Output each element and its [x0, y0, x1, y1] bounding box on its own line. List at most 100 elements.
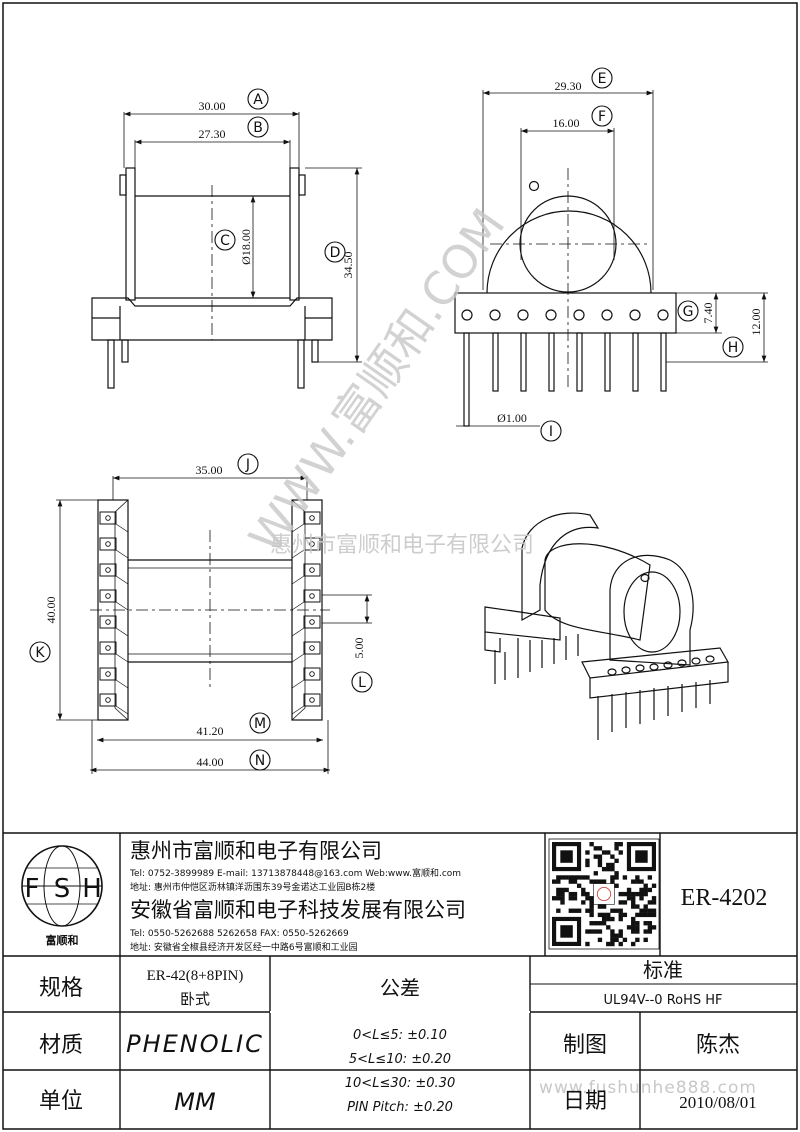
bottom-pin-pad: [291, 589, 321, 611]
tolerance-row: 5<L≤10: ±0.20: [349, 1052, 451, 1067]
side-view-pins: [463, 332, 667, 427]
balloon-m: M: [249, 712, 271, 734]
front-view-labels: 30.00 27.30 Ø18.00 34.50: [199, 99, 356, 279]
bottom-pin-pad: [291, 667, 321, 689]
company1-contact: Tel: 0752-3899989 E-mail: 13713878448@16…: [129, 867, 461, 879]
dim-j-text: 35.00: [196, 463, 223, 477]
dimension-balloons: AB C D E F G H I J K L M N: [29, 67, 744, 771]
material-label: 材质: [39, 1033, 83, 1058]
date-label: 日期: [563, 1089, 607, 1114]
dim-k-text: 40.00: [44, 597, 58, 624]
dim-h-text: 12.00: [749, 309, 763, 336]
standard-label: 标准: [643, 958, 683, 982]
tolerance-list: 0<L≤5: ±0.10 5<L≤10: ±0.20 10<L≤30: ±0.3…: [345, 1028, 455, 1115]
company1-name: 惠州市富顺和电子有限公司: [130, 839, 382, 863]
svg-text:D: D: [330, 245, 341, 261]
drawn-value: 陈杰: [696, 1033, 740, 1058]
balloon-i: I: [540, 420, 562, 442]
bottom-pin-pad: [291, 615, 321, 637]
company2-address: 地址: 安徽省全椒县经济开发区经一中路6号富顺和工业园: [130, 941, 358, 953]
bottom-pin-pad: [99, 589, 129, 611]
dim-m-text: 41.20: [197, 724, 224, 738]
svg-text:N: N: [255, 753, 265, 769]
bottom-view-pins: [99, 511, 321, 715]
unit-label: 单位: [39, 1089, 83, 1114]
bottom-pin-pad: [291, 537, 321, 559]
bottom-view: [56, 475, 372, 774]
watermark-url-diagonal: WWW.富顺和.COM: [238, 199, 515, 563]
balloon-n: N: [249, 749, 271, 771]
standard-value: UL94V--0 RoHS HF: [603, 993, 722, 1008]
balloon-b: B: [247, 116, 269, 138]
balloon-f: F: [591, 105, 613, 127]
bottom-pin-pad: [291, 693, 321, 715]
balloon-h: H: [722, 336, 744, 358]
svg-text:F: F: [598, 109, 606, 125]
date-value: 2010/08/01: [679, 1093, 756, 1112]
title-block: [3, 832, 797, 1129]
tolerance-label: 公差: [380, 976, 420, 1000]
watermark-company: 惠州市富顺和电子有限公司: [270, 533, 534, 558]
dim-l-text: 5.00: [352, 638, 366, 659]
material-value: PHENOLIC: [126, 1030, 264, 1058]
company1-address: 地址: 惠州市仲恺区沥林镇洋沥围东39号金诺达工业园B栋2楼: [130, 881, 375, 893]
svg-text:I: I: [549, 424, 553, 440]
bottom-pin-pad: [99, 511, 129, 533]
logo-letter-s: S: [54, 874, 71, 904]
bottom-pin-pad: [291, 641, 321, 663]
dim-d-text: 34.50: [341, 252, 355, 279]
bottom-pin-pad: [291, 511, 321, 533]
side-view-pin-holes: [461, 309, 669, 321]
tolerance-row: 0<L≤5: ±0.10: [353, 1028, 447, 1043]
logo-letter-f: F: [25, 874, 40, 904]
svg-text:J: J: [245, 457, 250, 473]
svg-text:C: C: [220, 233, 230, 249]
balloon-e: E: [591, 67, 613, 89]
svg-text:A: A: [253, 92, 263, 108]
bottom-pin-pad: [99, 615, 129, 637]
balloon-l: L: [351, 671, 373, 693]
bottom-pin-pad: [99, 693, 129, 715]
side-view-labels: 29.30 16.00 7.40 12.00 Ø1.00: [497, 79, 763, 425]
bottom-pin-pad: [291, 563, 321, 585]
svg-text:L: L: [358, 675, 366, 691]
dim-f-text: 16.00: [553, 116, 580, 130]
svg-text:B: B: [253, 120, 263, 136]
unit-value: MM: [174, 1088, 216, 1116]
logo-name: 富顺和: [46, 933, 79, 947]
company2-name: 安徽省富顺和电子科技发展有限公司: [130, 898, 466, 922]
bottom-pin-pad: [99, 537, 129, 559]
svg-text:K: K: [35, 645, 45, 661]
drawn-label: 制图: [563, 1033, 607, 1058]
logo-letter-h: H: [82, 874, 102, 904]
dim-i-text: Ø1.00: [497, 411, 527, 425]
watermark-url-footer: www.fushunhe888.com: [539, 1078, 757, 1098]
svg-text:E: E: [598, 71, 607, 87]
svg-text:G: G: [683, 304, 694, 320]
company-logo: F S H 富顺和: [21, 845, 103, 947]
company2-contact: Tel: 0550-5262688 5262658 FAX: 0550-5262…: [129, 929, 349, 939]
dim-e-text: 29.30: [555, 79, 582, 93]
spec-label: 规格: [39, 976, 83, 1001]
balloon-j: J: [237, 453, 259, 475]
bottom-view-labels: 35.00 40.00 5.00 41.20 44.00: [44, 463, 366, 769]
dim-g-text: 7.40: [701, 303, 715, 324]
dim-n-text: 44.00: [197, 755, 224, 769]
front-view: [91, 111, 362, 389]
qr-code: [548, 838, 660, 950]
balloon-g: G: [677, 300, 699, 322]
tolerance-row: PIN Pitch: ±0.20: [347, 1100, 453, 1115]
svg-text:H: H: [728, 340, 739, 356]
svg-text:M: M: [254, 716, 266, 732]
part-number: ER-4202: [681, 885, 768, 911]
side-view: [454, 90, 768, 427]
balloon-c: C: [214, 229, 236, 251]
balloon-a: A: [247, 88, 269, 110]
dim-b-text: 27.30: [199, 127, 226, 141]
balloon-k: K: [29, 641, 51, 663]
dim-a-text: 30.00: [199, 99, 226, 113]
bottom-pin-pad: [99, 641, 129, 663]
spec-value-orientation: 卧式: [180, 990, 210, 1008]
